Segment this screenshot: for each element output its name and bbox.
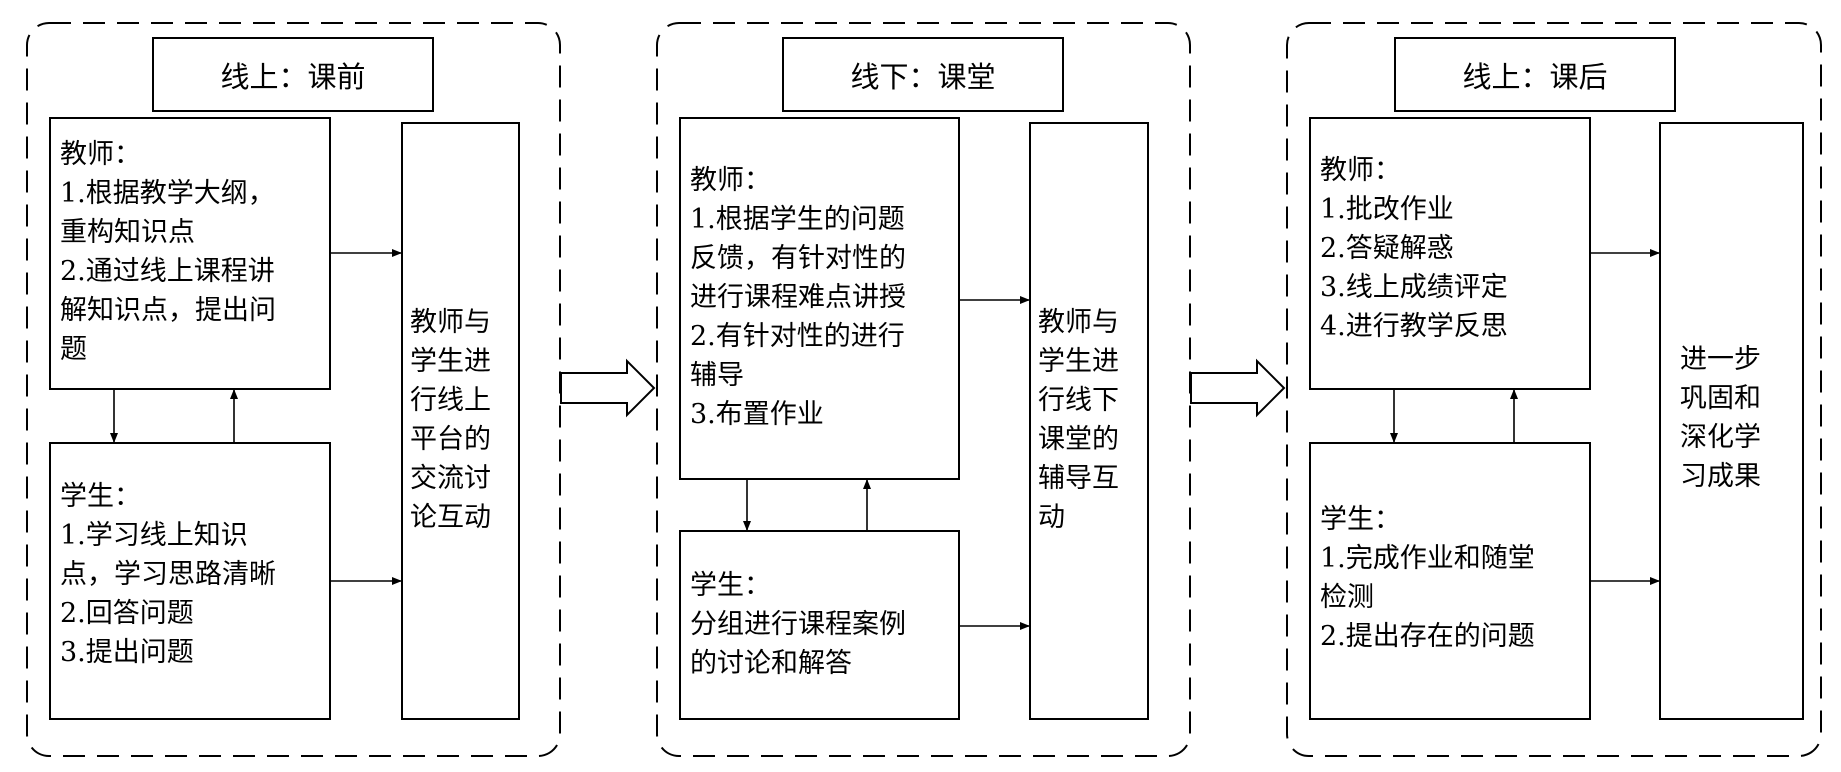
- student-box-1: [49, 442, 331, 720]
- teacher-line: 3.布置作业: [690, 399, 824, 430]
- result-line: 论互动: [410, 502, 491, 533]
- result-line: 学生进: [410, 346, 491, 377]
- student-line: 点，学习思路清晰: [60, 559, 276, 590]
- result-line: 交流讨: [410, 463, 491, 494]
- teacher-box-3: [1309, 117, 1591, 390]
- student-text-2: 学生： 分组进行课程案例 的讨论和解答: [690, 566, 906, 683]
- result-box-3: [1659, 122, 1804, 720]
- teacher-line: 1.批改作业: [1320, 194, 1454, 225]
- result-box-1: [401, 122, 520, 720]
- result-line: 课堂的: [1038, 424, 1119, 455]
- result-text-1: 教师与 学生进 行线上 平台的 交流讨 论互动: [410, 303, 491, 537]
- student-line: 2.提出存在的问题: [1320, 621, 1535, 652]
- teacher-line: 1.根据教学大纲，: [60, 178, 275, 209]
- student-line: 2.回答问题: [60, 598, 194, 629]
- student-line: 学生：: [1320, 504, 1401, 535]
- teacher-line: 重构知识点: [60, 217, 195, 248]
- teacher-line: 进行课程难点讲授: [690, 282, 906, 313]
- teacher-line: 2.答疑解惑: [1320, 233, 1454, 264]
- teacher-line: 解知识点，提出问: [60, 295, 276, 326]
- result-line: 辅导互: [1038, 463, 1119, 494]
- student-line: 分组进行课程案例: [690, 609, 906, 640]
- teacher-line: 题: [60, 334, 87, 365]
- result-line: 学生进: [1038, 346, 1119, 377]
- panel-title-1: 线上：课前: [152, 37, 434, 112]
- student-line: 检测: [1320, 582, 1374, 613]
- teacher-line: 辅导: [690, 360, 744, 391]
- teacher-text-1: 教师： 1.根据教学大纲， 重构知识点 2.通过线上课程讲 解知识点，提出问 题: [60, 135, 276, 369]
- result-line: 深化学: [1680, 422, 1761, 453]
- result-line: 进一步: [1680, 344, 1761, 375]
- result-line: 动: [1038, 502, 1065, 533]
- student-line: 的讨论和解答: [690, 648, 852, 679]
- teacher-line: 2.有针对性的进行: [690, 321, 905, 352]
- result-text-2: 教师与 学生进 行线下 课堂的 辅导互 动: [1038, 303, 1119, 537]
- result-line: 教师与: [410, 307, 491, 338]
- panel-title-2: 线下：课堂: [782, 37, 1064, 112]
- result-line: 行线下: [1038, 385, 1119, 416]
- student-line: 学生：: [690, 570, 771, 601]
- student-text-3: 学生： 1.完成作业和随堂 检测 2.提出存在的问题: [1320, 500, 1535, 656]
- transition-arrow-1: [560, 358, 656, 418]
- panel-frame-3: [1286, 22, 1822, 757]
- teacher-line: 3.线上成绩评定: [1320, 272, 1508, 303]
- student-box-3: [1309, 442, 1591, 720]
- student-line: 1.学习线上知识: [60, 520, 248, 551]
- result-line: 平台的: [410, 424, 491, 455]
- result-line: 教师与: [1038, 307, 1119, 338]
- transition-arrow-2: [1190, 358, 1286, 418]
- result-line: 巩固和: [1680, 383, 1761, 414]
- teacher-line: 4.进行教学反思: [1320, 311, 1508, 342]
- result-line: 习成果: [1680, 461, 1761, 492]
- teacher-line: 教师：: [1320, 155, 1401, 186]
- teacher-text-3: 教师： 1.批改作业 2.答疑解惑 3.线上成绩评定 4.进行教学反思: [1320, 151, 1508, 346]
- teacher-line: 1.根据学生的问题: [690, 204, 905, 235]
- student-box-2: [679, 530, 960, 720]
- teacher-line: 教师：: [690, 165, 771, 196]
- student-line: 学生：: [60, 481, 141, 512]
- teacher-line: 反馈，有针对性的: [690, 243, 906, 274]
- teacher-line: 教师：: [60, 139, 141, 170]
- result-line: 行线上: [410, 385, 491, 416]
- result-text-3: 进一步 巩固和 深化学 习成果: [1680, 340, 1761, 496]
- result-box-2: [1029, 122, 1149, 720]
- teacher-box-2: [679, 117, 960, 480]
- student-text-1: 学生： 1.学习线上知识 点，学习思路清晰 2.回答问题 3.提出问题: [60, 477, 276, 672]
- teacher-line: 2.通过线上课程讲: [60, 256, 275, 287]
- teacher-box-1: [49, 117, 331, 390]
- panel-title-3: 线上：课后: [1394, 37, 1676, 112]
- student-line: 1.完成作业和随堂: [1320, 543, 1535, 574]
- student-line: 3.提出问题: [60, 637, 194, 668]
- teacher-text-2: 教师： 1.根据学生的问题 反馈，有针对性的 进行课程难点讲授 2.有针对性的进…: [690, 161, 906, 434]
